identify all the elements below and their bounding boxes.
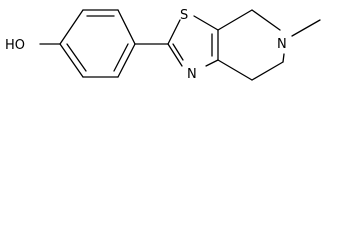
double-bond-inner: [66, 43, 87, 72]
bond: [282, 53, 285, 63]
double-bond-inner: [113, 43, 129, 72]
bond: [117, 9, 136, 45]
bond: [193, 15, 219, 31]
piperidine-ring: [217, 9, 285, 81]
bond: [217, 59, 253, 81]
bond: [117, 43, 136, 78]
bond: [251, 9, 281, 31]
double-bond-inner: [172, 43, 184, 61]
phenol-ring: [59, 9, 136, 78]
bond: [167, 43, 183, 67]
bond: [205, 59, 219, 67]
bond: [251, 61, 284, 81]
hydroxyl-label: HO: [5, 38, 25, 53]
bond: [167, 19, 181, 45]
bond: [59, 9, 84, 45]
ring-nitrogen-label: N: [277, 37, 287, 52]
bond: [217, 9, 253, 31]
thiazole-ring: [167, 15, 219, 67]
methyl-bond: [291, 19, 321, 37]
bond: [59, 43, 84, 78]
molecule-structure: HO S N N: [5, 8, 321, 82]
thiazole-nitrogen-label: N: [187, 67, 197, 82]
sulfur-label: S: [180, 8, 188, 23]
